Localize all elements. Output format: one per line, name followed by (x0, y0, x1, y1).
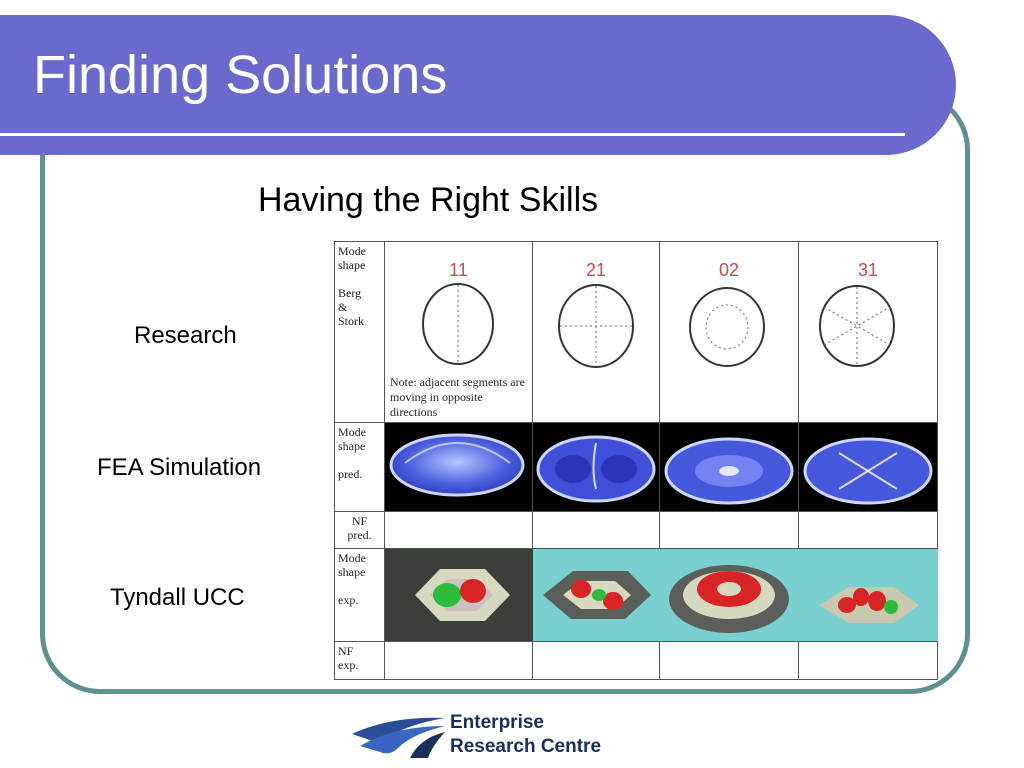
row-header-nf-exp: NF exp. (334, 641, 385, 680)
fea-plate-02 (664, 437, 794, 505)
table-row: Mode shape exp. (334, 548, 938, 642)
mode-cell-11: 11 Note: adjacent segments are moving in… (384, 241, 533, 423)
mode-shape-table: Mode shape Berg & Stork 11 Note: adjacen… (334, 241, 938, 680)
mode-circle-31 (819, 285, 895, 367)
row-header-berg-stork: Mode shape Berg & Stork (334, 241, 385, 423)
exp-image-11 (384, 548, 533, 642)
empty-cell (532, 641, 660, 680)
empty-cell (659, 641, 799, 680)
logo-text-research-centre: Research Centre (450, 736, 602, 757)
title-rule (0, 133, 905, 136)
mode-number: 31 (857, 260, 879, 280)
fea-plate-11 (389, 433, 525, 497)
exp-image-31 (798, 548, 938, 642)
empty-cell (532, 511, 660, 549)
table-row: NF exp. (334, 641, 938, 680)
slide-subtitle: Having the Right Skills (258, 181, 599, 219)
exp-plate-21 (533, 549, 660, 641)
mode-circle-21 (558, 284, 634, 368)
row-header-nf-pred: NF pred. (334, 511, 385, 549)
mode-circle-11 (422, 283, 494, 365)
mode-cell-31: 31 (798, 241, 938, 423)
fea-image-31 (798, 422, 938, 512)
exp-plate-11 (385, 549, 533, 641)
logo-text-enterprise: Enterprise (450, 712, 544, 733)
empty-cell (384, 641, 533, 680)
row-label-fea: FEA Simulation (97, 454, 262, 481)
title-band (0, 15, 956, 155)
empty-cell (384, 511, 533, 549)
mode-note: Note: adjacent segments are moving in op… (390, 375, 525, 419)
row-header-mode-shape-exp: Mode shape exp. (334, 548, 385, 642)
table-row: NF pred. (334, 511, 938, 549)
mode-cell-02: 02 (659, 241, 799, 423)
page-title: Finding Solutions (33, 45, 448, 105)
empty-cell (798, 511, 938, 549)
fea-image-11 (384, 422, 533, 512)
row-header-mode-shape-pred: Mode shape pred. (334, 422, 385, 512)
mode-circle-02 (689, 287, 765, 367)
exp-plate-02 (660, 549, 799, 641)
mode-number: 11 (449, 260, 468, 280)
row-label-tyndall: Tyndall UCC (110, 584, 245, 611)
mode-number: 02 (718, 260, 740, 280)
row-label-research: Research (134, 322, 237, 349)
mode-cell-21: 21 (532, 241, 660, 423)
table-row: Mode shape pred. (334, 422, 938, 512)
table-row: Mode shape Berg & Stork 11 Note: adjacen… (334, 241, 938, 423)
exp-plate-31 (799, 549, 938, 641)
fea-image-02 (659, 422, 799, 512)
empty-cell (798, 641, 938, 680)
empty-cell (659, 511, 799, 549)
fea-plate-31 (803, 437, 933, 505)
exp-image-21 (532, 548, 660, 642)
fea-plate-21 (536, 435, 656, 503)
exp-image-02 (659, 548, 799, 642)
fea-image-21 (532, 422, 660, 512)
enterprise-research-centre-logo-icon (352, 717, 445, 758)
mode-number: 21 (585, 260, 607, 280)
